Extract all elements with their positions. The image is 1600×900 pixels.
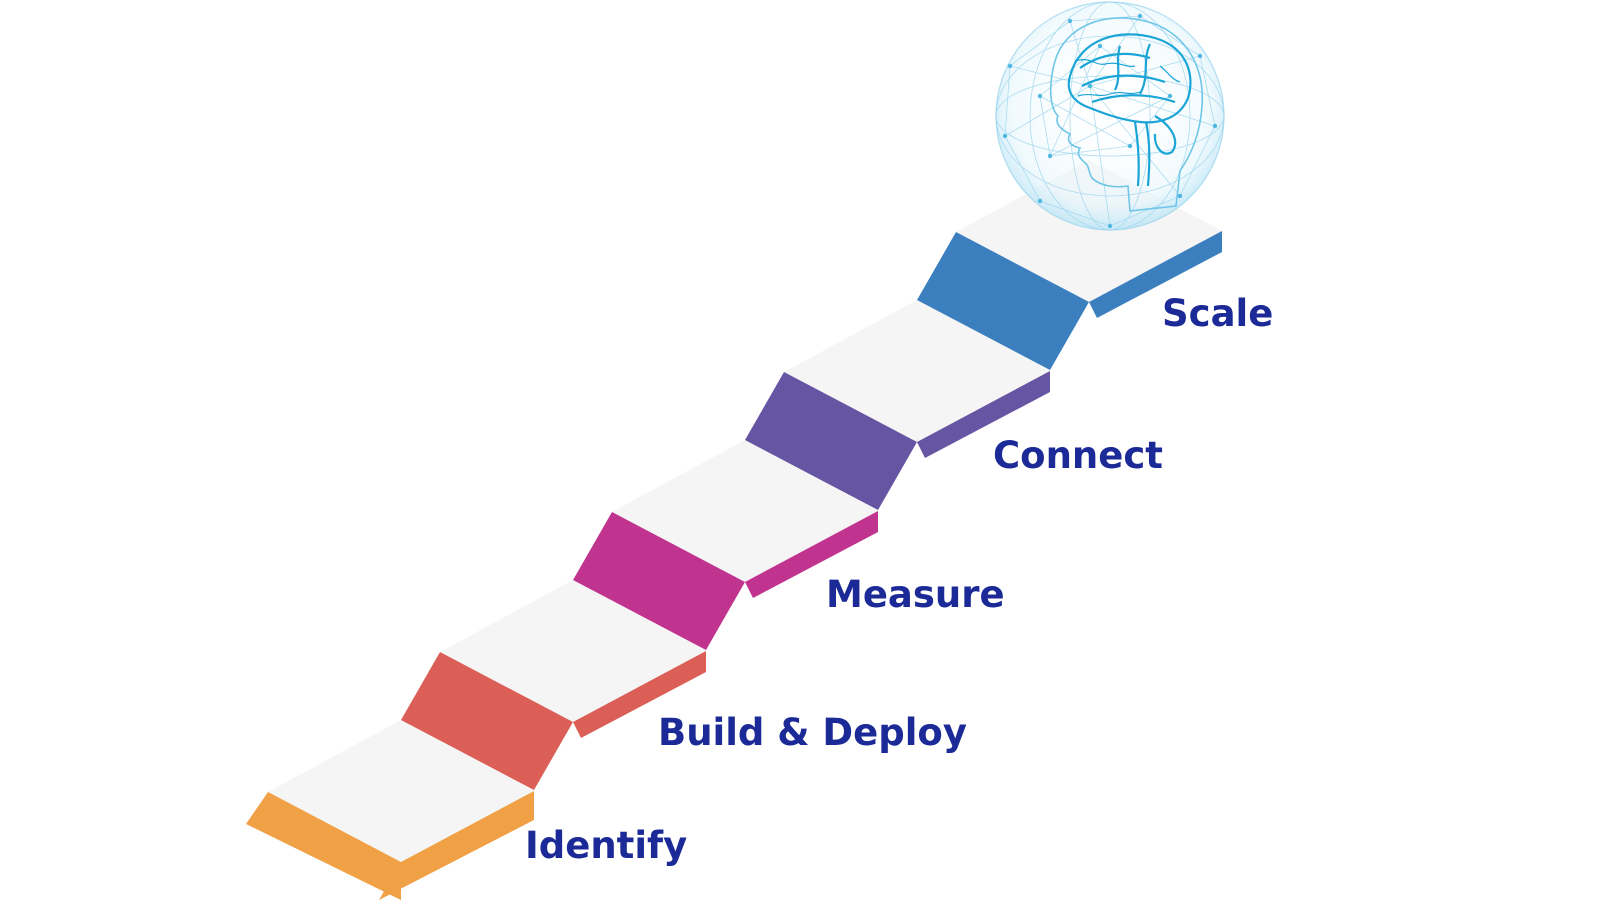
ai-brain-sphere-icon [995, 1, 1225, 231]
step-scale-label: Scale [1162, 292, 1274, 335]
step-connect [745, 300, 1050, 510]
step-identify-label: Identify [525, 824, 688, 867]
step-build-deploy-side [573, 651, 706, 738]
step-measure-riser [573, 512, 745, 650]
head-profile [1049, 17, 1204, 212]
step-identify [246, 720, 534, 900]
step-build-deploy-label: Build & Deploy [658, 711, 967, 754]
step-build-deploy [401, 580, 706, 790]
step-scale-side [1089, 231, 1222, 318]
step-identify-side [379, 791, 534, 900]
step-build-deploy-riser [401, 652, 573, 790]
step-measure-label: Measure [826, 573, 1005, 616]
step-connect-label: Connect [993, 434, 1163, 477]
step-scale-riser [917, 232, 1089, 370]
step-connect-side [917, 371, 1050, 458]
step-measure [573, 440, 878, 650]
step-connect-riser [745, 372, 917, 510]
step-identify-riser [246, 792, 401, 900]
step-measure-side [745, 511, 878, 598]
